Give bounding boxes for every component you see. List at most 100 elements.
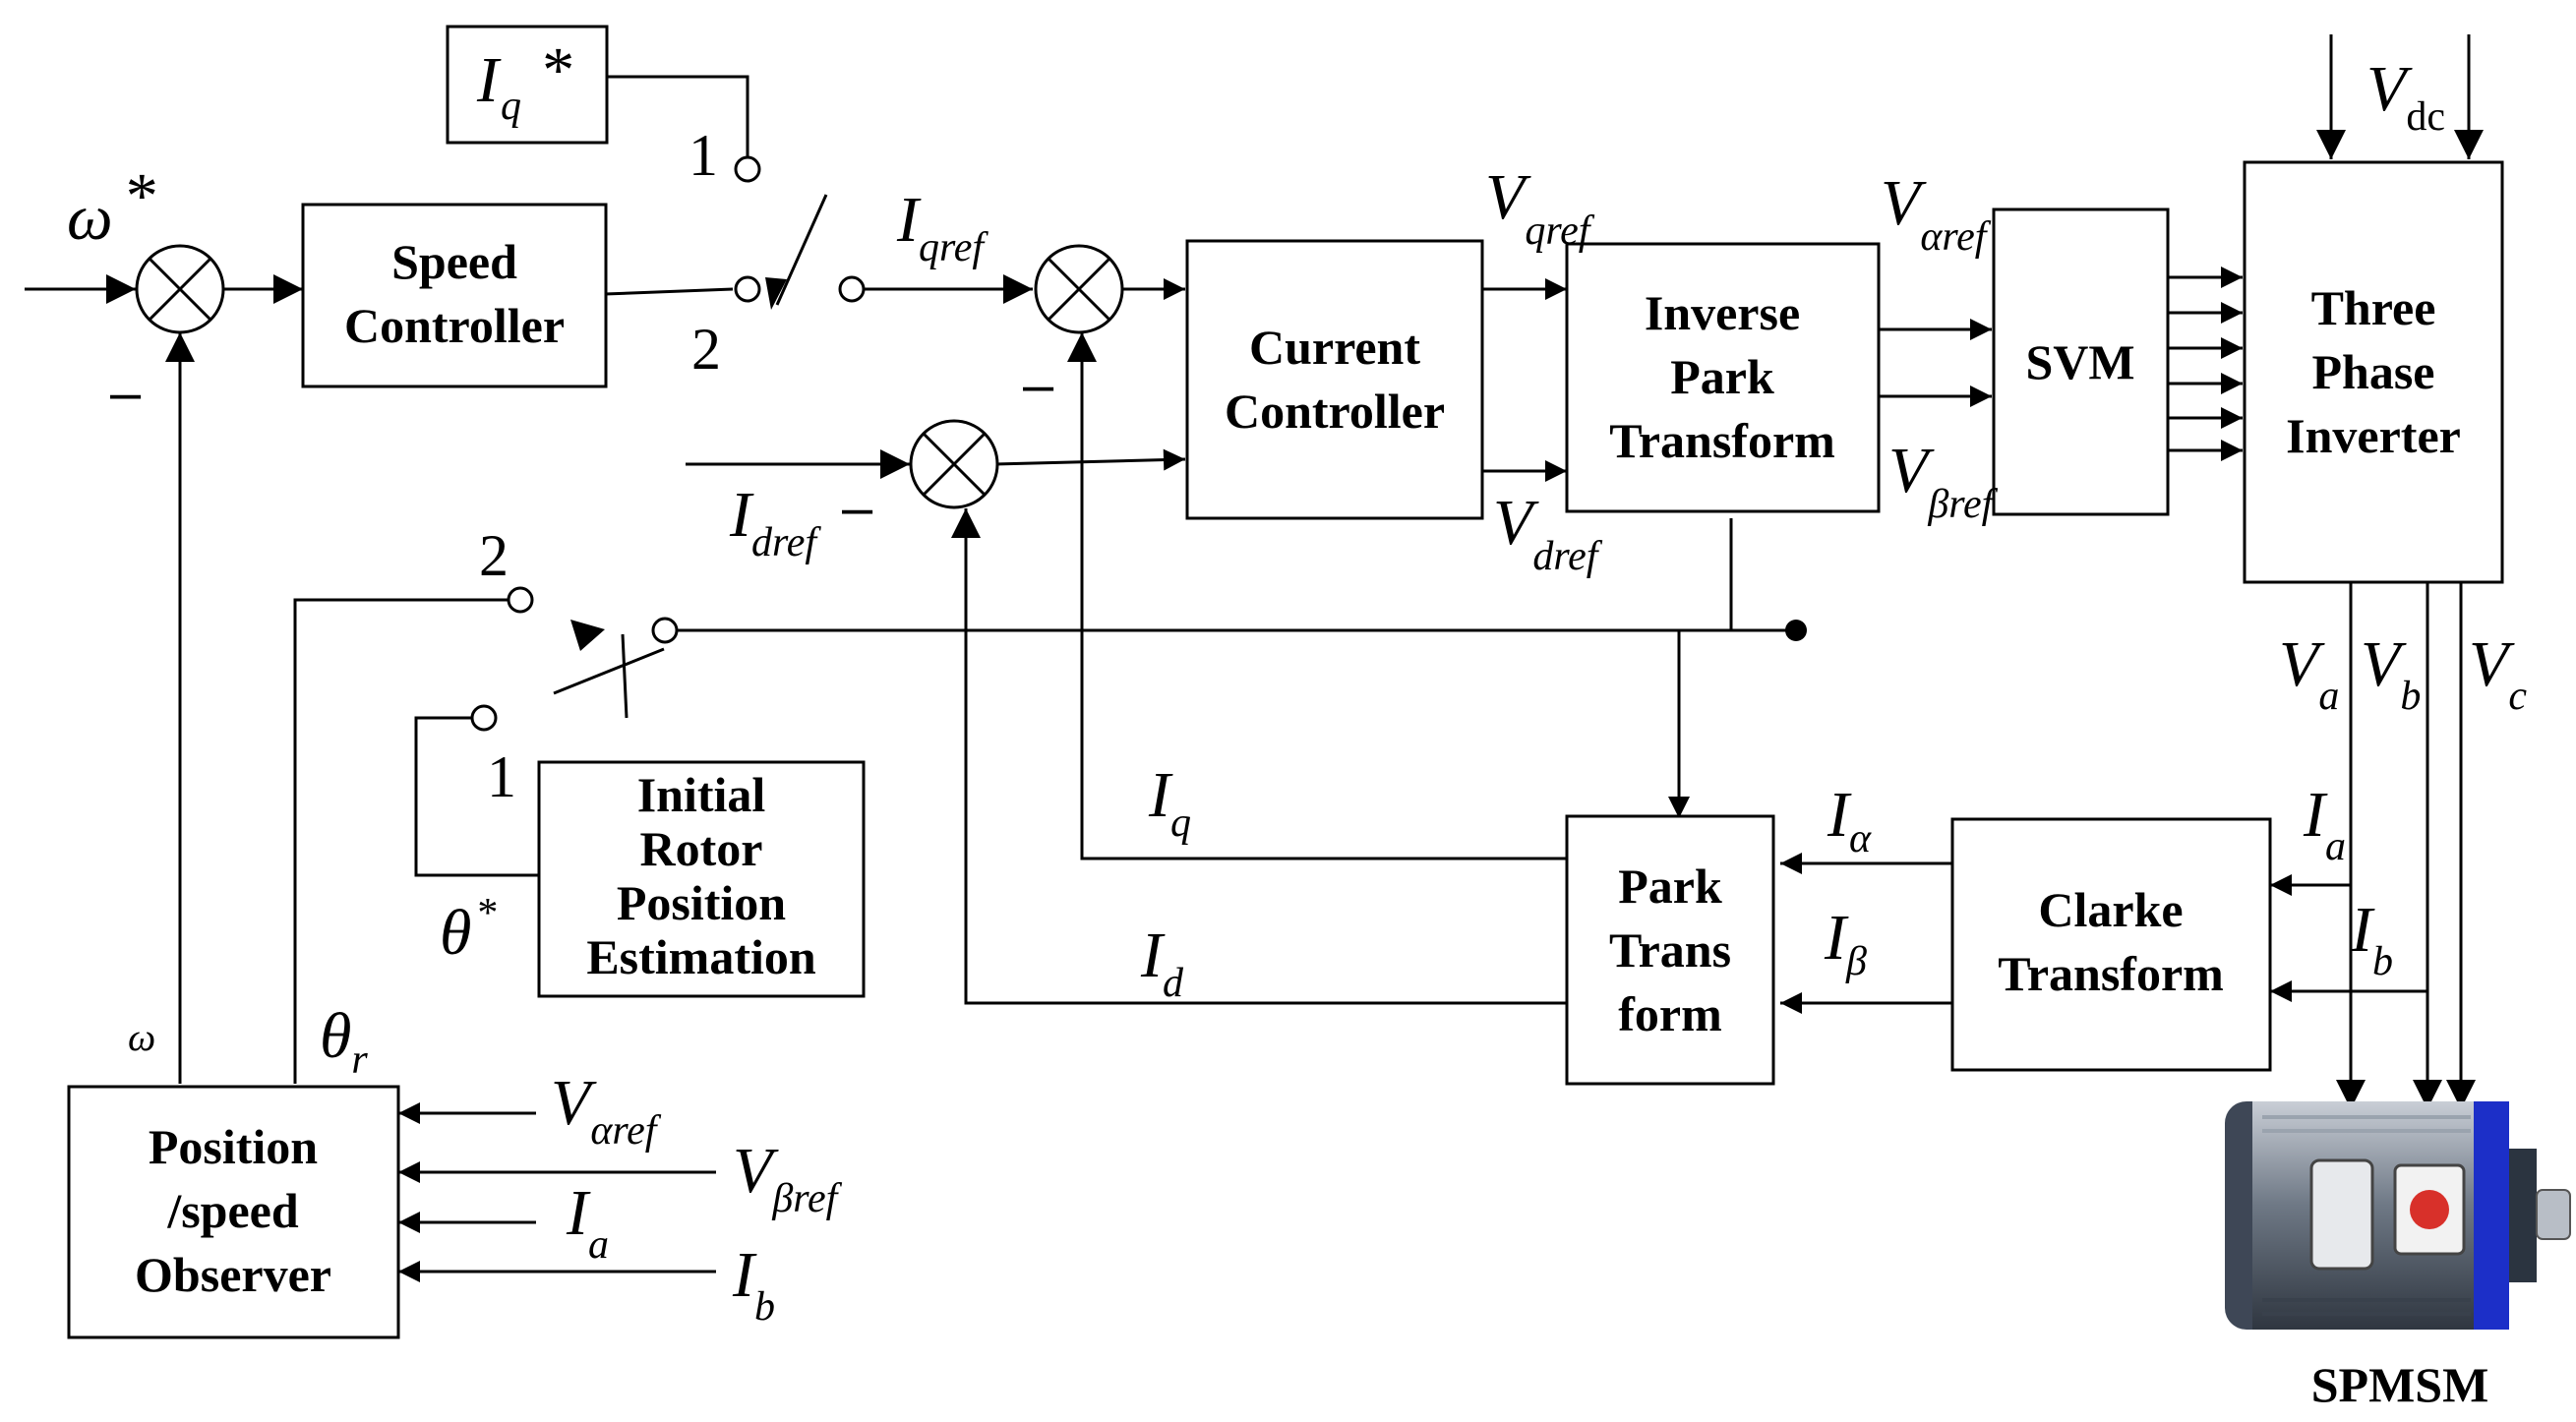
obs-vbetaref-main: V xyxy=(733,1135,779,1207)
sum-junction-q xyxy=(1034,244,1124,334)
iq-star-sup: * xyxy=(539,34,571,106)
label-theta-star: θ* xyxy=(440,891,496,969)
svg-text:Vαref: Vαref xyxy=(1881,167,1992,260)
svg-text:Ib: Ib xyxy=(2350,894,2393,984)
svg-text:Vαref: Vαref xyxy=(551,1067,662,1154)
label-vdc: Vdc xyxy=(2366,53,2445,140)
park-block: Park Trans form xyxy=(1565,814,1775,1086)
svg-text:Va: Va xyxy=(2279,628,2339,719)
current-controller-label-2: Controller xyxy=(1225,384,1445,439)
label-vqref: Vqref xyxy=(1485,161,1595,254)
motor-front-flange xyxy=(2474,1101,2509,1330)
initial-rotor-label-4: Estimation xyxy=(586,929,816,984)
vb-sub: b xyxy=(2400,674,2421,719)
ib-sub: b xyxy=(2372,939,2393,984)
d-sum-minus: – xyxy=(842,476,873,538)
label-ia: Ia xyxy=(2303,779,2346,869)
obs-valpharef-main: V xyxy=(551,1067,597,1139)
vqref-sub: qref xyxy=(1525,208,1594,254)
vc-main: V xyxy=(2469,628,2515,700)
motor-label: SPMSM xyxy=(2311,1357,2489,1412)
svg-text:Vβref: Vβref xyxy=(733,1135,843,1221)
vdref-sub: dref xyxy=(1532,534,1602,579)
initial-rotor-label-2: Rotor xyxy=(640,821,763,876)
iq-star-wire xyxy=(607,75,749,157)
lower-switch-common xyxy=(651,617,679,644)
observer-label-2: /speed xyxy=(166,1183,299,1238)
theta-star-wire xyxy=(414,716,539,877)
svg-text:Vdref: Vdref xyxy=(1493,487,1603,579)
upper-switch-contact-1 xyxy=(734,155,761,183)
label-iqref: Iqref xyxy=(896,184,988,270)
lower-switch-contact-2 xyxy=(507,586,534,614)
iq-star-main: I xyxy=(476,44,502,116)
idref-sub: dref xyxy=(751,520,821,565)
inverter-label-2: Phase xyxy=(2312,344,2435,399)
speed-controller-label-1: Speed xyxy=(391,234,517,289)
vc-sub: c xyxy=(2508,674,2527,719)
obs-ib-sub: b xyxy=(754,1284,775,1330)
initial-rotor-label-3: Position xyxy=(617,875,786,930)
motor-front-bearing xyxy=(2509,1149,2537,1282)
obs-vbetaref-sub: βref xyxy=(771,1176,842,1221)
ia-main: I xyxy=(2303,779,2328,851)
speed-controller-out-wire xyxy=(604,287,734,296)
label-ialpha: Iα xyxy=(1827,779,1872,861)
lower-switch-contact-1 xyxy=(470,704,498,732)
id-sub: d xyxy=(1163,961,1184,1006)
park-label-3: form xyxy=(1618,986,1722,1041)
inverter-block: Three Phase Inverter xyxy=(2243,160,2504,584)
valpharef-main: V xyxy=(1881,167,1927,239)
inverse-park-label-1: Inverse xyxy=(1645,285,1800,340)
ialpha-sub: α xyxy=(1849,816,1872,861)
upper-switch-contact-2 xyxy=(734,275,761,303)
iq-feedback-wire xyxy=(1067,332,1574,860)
label-idref: Idref xyxy=(729,479,821,565)
upper-switch-arrow xyxy=(765,277,787,310)
spmsm-motor-icon: SPMSM xyxy=(2225,1101,2571,1412)
iq-star-block xyxy=(446,25,609,145)
svg-text:θr: θr xyxy=(320,1000,368,1083)
theta-r-sub: r xyxy=(351,1037,368,1083)
svg-text:Idref: Idref xyxy=(729,479,821,565)
ibeta-main: I xyxy=(1824,902,1849,974)
vdc-main: V xyxy=(2366,53,2413,125)
svg-text:Iqref: Iqref xyxy=(896,184,988,270)
vbetaref-sub: βref xyxy=(1927,482,1998,527)
iq-main: I xyxy=(1148,759,1173,831)
inverse-park-label-3: Transform xyxy=(1609,413,1835,468)
motor-logo-badge xyxy=(2410,1190,2449,1229)
svg-text:Iq: Iq xyxy=(1148,759,1191,846)
sum-junction-d xyxy=(909,419,999,509)
upper-switch-pos-1: 1 xyxy=(689,123,718,188)
label-va: Va xyxy=(2279,628,2339,719)
inverse-park-block: Inverse Park Transform xyxy=(1565,242,1881,513)
observer-label-3: Observer xyxy=(135,1247,331,1302)
obs-ib-main: I xyxy=(732,1239,757,1311)
label-id: Id xyxy=(1140,919,1184,1006)
label-theta-r: θr xyxy=(320,1000,368,1083)
initial-rotor-label-1: Initial xyxy=(637,767,766,822)
label-omega-star: ω* xyxy=(67,160,155,254)
inverse-park-label-2: Park xyxy=(1670,349,1774,404)
omega-star-sup: * xyxy=(123,160,155,232)
lower-switch-pos-1: 1 xyxy=(487,744,516,809)
obs-valpharef-sub: αref xyxy=(590,1108,661,1154)
label-iq-star: Iq* xyxy=(476,34,571,129)
id-main: I xyxy=(1140,919,1166,991)
svg-text:Iα: Iα xyxy=(1827,779,1872,861)
vqref-main: V xyxy=(1485,161,1531,233)
sum-junction-speed xyxy=(135,244,225,334)
id-feedback-wire xyxy=(951,508,1574,1005)
motor-fins xyxy=(2262,1115,2471,1316)
clarke-block: Clarke Transform xyxy=(1950,817,2272,1072)
upper-switch-blade xyxy=(775,194,828,306)
vdc-sub: dc xyxy=(2406,94,2445,140)
label-vb: Vb xyxy=(2361,628,2421,719)
label-valpharef: Vαref xyxy=(1881,167,1992,260)
svg-text:Iβ: Iβ xyxy=(1824,902,1867,984)
label-obs-valpharef: Vαref xyxy=(551,1067,662,1154)
theta-r-wire xyxy=(293,598,509,1084)
ialpha-main: I xyxy=(1827,779,1852,851)
svg-text:Ib: Ib xyxy=(732,1239,775,1330)
